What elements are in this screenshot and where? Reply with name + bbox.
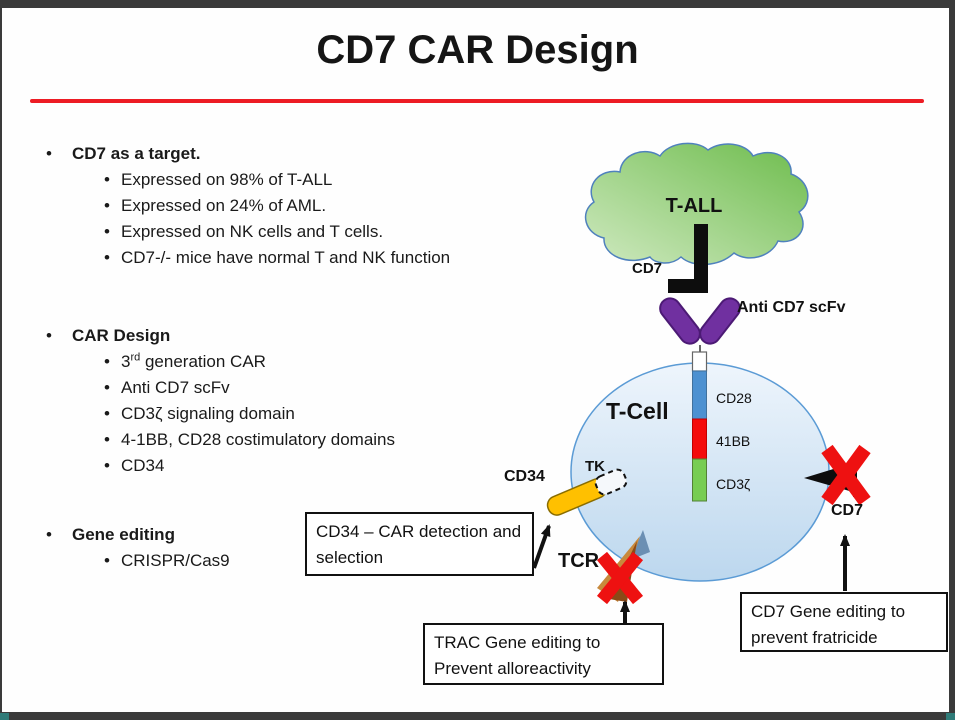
bullet-icon: • [46, 326, 52, 345]
bullet-icon: • [104, 248, 110, 267]
cd7-note-box: CD7 Gene editing to prevent fratricide [740, 592, 948, 652]
t-cell-label: T-Cell [606, 398, 669, 424]
bullet-icon: • [104, 170, 110, 189]
bullet-icon: • [104, 404, 110, 423]
cd34-tk-rod [546, 468, 628, 516]
41bb-segment [692, 418, 707, 460]
bullet-item: •Expressed on 98% of T-ALL [0, 167, 480, 193]
bullet-item: •3rd generation CAR [0, 349, 480, 375]
cd34-label: CD34 [504, 468, 545, 485]
bullet-item: •CD3ζ signaling domain [0, 401, 480, 427]
transmembrane-segment [691, 351, 708, 372]
frame-bottom-bar [0, 712, 955, 720]
tk-dashed-tip [594, 468, 628, 496]
bullet-section-car-design: •CAR Design •3rd generation CAR •Anti CD… [0, 323, 480, 479]
anti-cd7-scfv-shape [659, 297, 741, 345]
frame-right-bar [949, 0, 955, 720]
bullet-item: •CRISPR/Cas9 [0, 548, 480, 574]
tk-label: TK [585, 458, 605, 475]
cd28-segment-label: CD28 [716, 390, 752, 406]
cd7-ligand-label: CD7 [632, 260, 663, 277]
t-all-cloud [584, 142, 809, 266]
bullet-icon: • [104, 430, 110, 449]
bullet-icon: • [104, 378, 110, 397]
tcr-knockout-x-icon [596, 551, 644, 605]
41bb-segment-label: 41BB [716, 433, 751, 449]
ordinal-suffix: rd [130, 351, 141, 364]
cd3z-segment-label: CD3ζ [716, 476, 751, 492]
cd34-box-arrow [532, 524, 551, 569]
cd7-right-label: CD7 [831, 502, 864, 519]
bullet-section-gene-editing: •Gene editing •CRISPR/Cas9 [0, 522, 480, 574]
tcr-label: TCR [558, 550, 600, 572]
cd7-knockout-x-icon [821, 444, 871, 506]
bullet-item: •Expressed on 24% of AML. [0, 193, 480, 219]
bullet-heading: •Gene editing [0, 522, 480, 548]
teal-corner-left [0, 713, 9, 720]
cd34-note-box: CD34 – CAR detection and selection [305, 512, 534, 576]
title-divider [30, 99, 924, 103]
bullet-item: •Anti CD7 scFv [0, 375, 480, 401]
frame-left-bar [0, 0, 2, 720]
t-all-label: T-ALL [665, 195, 723, 217]
bullet-icon: • [104, 352, 110, 371]
bullet-icon: • [104, 222, 110, 241]
bullet-item: •4-1BB, CD28 costimulatory domains [0, 427, 480, 453]
bullet-icon: • [104, 456, 110, 475]
cd28-segment [692, 370, 707, 420]
bullet-item: •Expressed on NK cells and T cells. [0, 219, 480, 245]
bullet-item: •CD7-/- mice have normal T and NK functi… [0, 245, 480, 271]
trac-note-box: TRAC Gene editing to Prevent alloreactiv… [423, 623, 664, 685]
bullet-icon: • [104, 551, 110, 570]
page-title: CD7 CAR Design [316, 28, 639, 72]
bullet-icon: • [46, 144, 52, 163]
cd7-ligand-shape [668, 224, 708, 293]
bullet-section-cd7-target: •CD7 as a target. •Expressed on 98% of T… [0, 141, 480, 271]
car-receptor-bar [691, 351, 708, 502]
bullet-heading: •CD7 as a target. [0, 141, 480, 167]
anti-cd7-scfv-label: Anti CD7 scFv [737, 299, 846, 316]
bullet-heading: •CAR Design [0, 323, 480, 349]
frame-top-bar [0, 0, 955, 8]
teal-corner-right [946, 713, 955, 720]
bullet-item: •CD34 [0, 453, 480, 479]
bullet-icon: • [104, 196, 110, 215]
cd3z-segment [692, 458, 707, 502]
bullet-icon: • [46, 525, 52, 544]
